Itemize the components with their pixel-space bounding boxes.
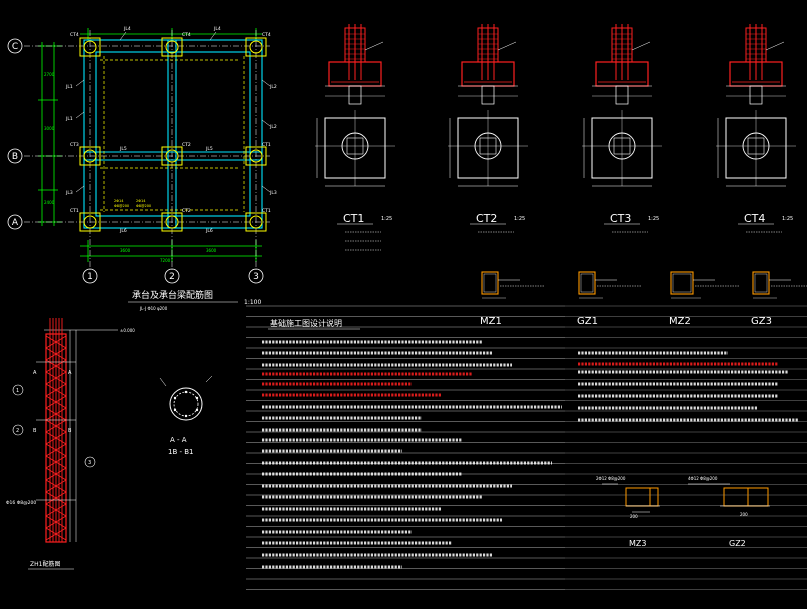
section-ct3: CT3 1:25 [582, 24, 662, 233]
colsec-gz3: GZ3 [751, 271, 807, 327]
svg-text:JL6: JL6 [205, 228, 213, 234]
svg-text:CT4: CT4 [182, 32, 191, 38]
svg-text:JL2: JL2 [269, 84, 277, 90]
svg-text:±0.000: ±0.000 [120, 328, 135, 333]
svg-text:CT1: CT1 [262, 142, 271, 148]
svg-text:JL6: JL6 [119, 228, 127, 234]
column-tags: CT4 CT4 CT4 CT3 CT2 CT1 CT1 CT2 CT1 [70, 32, 271, 214]
svg-text:CT2: CT2 [182, 142, 191, 148]
svg-text:1: 1 [16, 388, 19, 394]
svg-text:200: 200 [740, 512, 748, 517]
detail-mz3: 2Φ12 Φ8@200 200 MZ3 [596, 476, 660, 548]
plan-title: 承台及承台梁配筋图 [132, 289, 213, 301]
design-notes: 基础施工图设计说明 [246, 305, 807, 590]
section-ct2: CT2 1:25 [448, 24, 528, 233]
svg-text:2400: 2400 [44, 200, 55, 205]
svg-text:2Φ14: 2Φ14 [136, 199, 146, 203]
svg-text:CT1: CT1 [70, 208, 79, 214]
svg-text:JL5: JL5 [205, 146, 213, 152]
svg-text:3: 3 [88, 460, 91, 466]
svg-text:A: A [68, 370, 72, 376]
svg-text:CT1: CT1 [262, 208, 271, 214]
section-scale: 1:25 [514, 216, 525, 222]
svg-text:CT3: CT3 [70, 142, 79, 148]
column-outline [670, 271, 694, 295]
detail-gz2: 4Φ12 Φ8@200 200 GZ2 [688, 476, 770, 548]
axis-1: 1 [87, 272, 93, 282]
svg-text:Φ16 Φ8@200: Φ16 Φ8@200 [6, 500, 36, 506]
svg-text:JL1: JL1 [65, 84, 73, 90]
mz3-label: MZ3 [629, 539, 646, 548]
axis-c: C [12, 42, 18, 52]
section-scale: 1:25 [381, 216, 392, 222]
column-section-label: GZ1 [577, 316, 598, 327]
svg-text:3600: 3600 [206, 248, 217, 253]
section-scale: 1:25 [782, 216, 793, 222]
section-ct4: CT4 1:25 [716, 24, 796, 233]
svg-text:CT4: CT4 [70, 32, 79, 38]
colsec-gz1: GZ1 [577, 271, 641, 327]
section-label: CT4 [744, 212, 765, 225]
axis-a: A [12, 218, 19, 228]
svg-text:Φ8@200: Φ8@200 [114, 204, 129, 208]
column-outline [752, 271, 770, 295]
section-label: CT3 [610, 212, 631, 225]
svg-text:7200: 7200 [160, 258, 171, 263]
pile-cap-sections: CT1 1:25 CT2 1:25 CT3 1:25 CT4 1:25 [315, 24, 796, 251]
svg-text:JL4: JL4 [123, 26, 131, 32]
svg-text:CT2: CT2 [182, 208, 191, 214]
svg-text:3600: 3600 [120, 248, 131, 253]
column-section-label: MZ2 [669, 316, 691, 327]
svg-text:200: 200 [630, 514, 638, 519]
column-section-label: MZ1 [480, 316, 502, 327]
gz2-label: GZ2 [729, 539, 746, 548]
section-bb-label: 1B - B1 [168, 448, 194, 456]
svg-text:2Φ12 Φ8@200: 2Φ12 Φ8@200 [596, 476, 626, 481]
section-scale: 1:25 [648, 216, 659, 222]
column-outline [481, 271, 499, 295]
svg-text:4Φ12 Φ8@200: 4Φ12 Φ8@200 [688, 476, 718, 481]
svg-text:JL5: JL5 [119, 146, 127, 152]
svg-text:2Φ14: 2Φ14 [114, 199, 124, 203]
svg-text:JL3: JL3 [269, 190, 277, 196]
notes-title: 基础施工图设计说明 [270, 318, 342, 328]
svg-text:JL2: JL2 [269, 124, 277, 130]
pile-caps [79, 37, 267, 232]
svg-text:JL1: JL1 [65, 116, 73, 122]
axis-b: B [12, 152, 18, 162]
svg-text:CT4: CT4 [262, 32, 271, 38]
pile-label: ZH1配筋图 [30, 560, 60, 568]
colsec-mz2: MZ2 [669, 271, 739, 327]
column-sections: MZ1 GZ1 MZ2 GZ3 [480, 271, 807, 327]
axis-3: 3 [253, 272, 259, 282]
colsec-mz1: MZ1 [480, 271, 544, 327]
column-section-label: GZ3 [751, 316, 772, 327]
svg-text:B: B [33, 428, 37, 434]
svg-text:B: B [68, 428, 72, 434]
svg-text:Φ8@200: Φ8@200 [136, 204, 151, 208]
svg-text:2700: 2700 [44, 72, 55, 77]
section-ct1: CT1 1:25 [315, 24, 395, 251]
svg-text:2: 2 [16, 428, 19, 434]
svg-text:3000: 3000 [44, 126, 55, 131]
section-aa-label: A - A [170, 436, 187, 444]
svg-text:JL-J Φ10 φ200: JL-J Φ10 φ200 [139, 306, 168, 311]
svg-text:A: A [33, 370, 37, 376]
svg-text:JL4: JL4 [213, 26, 221, 32]
section-label: CT1 [343, 212, 364, 225]
plan-scale: 1:100 [244, 299, 261, 306]
section-label: CT2 [476, 212, 497, 225]
svg-text:JL3: JL3 [65, 190, 73, 196]
axis-2: 2 [169, 272, 175, 282]
column-outline [578, 271, 596, 295]
